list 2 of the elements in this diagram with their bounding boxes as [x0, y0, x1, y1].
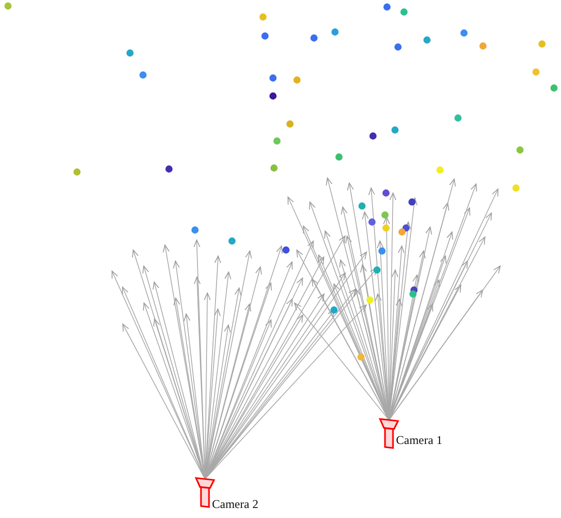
camera-label: Camera 1: [396, 433, 442, 447]
camera-label: Camera 2: [212, 497, 258, 511]
